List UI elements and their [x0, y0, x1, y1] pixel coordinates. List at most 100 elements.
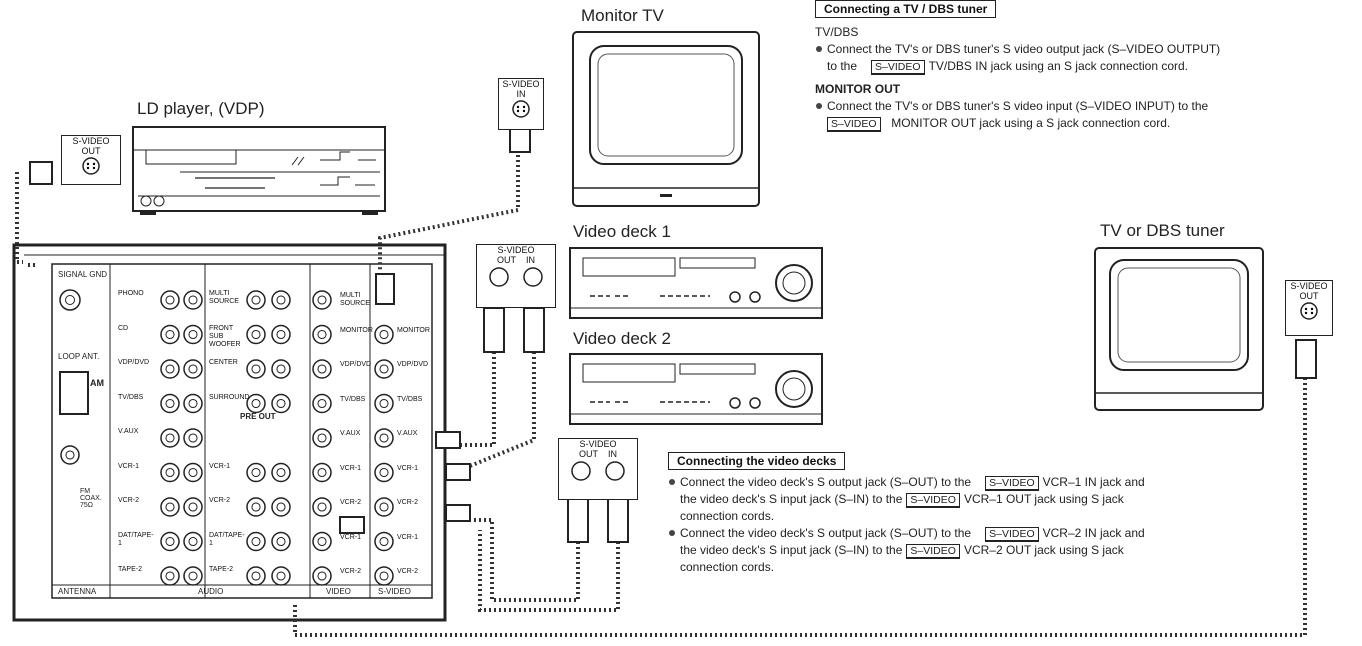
tag-out: OUT [1299, 291, 1319, 301]
video-label-6: VCR-2 [340, 499, 362, 506]
audio-in-l-jack-center [165, 502, 175, 512]
audio-in-l-jack [160, 462, 180, 483]
video-deck-bullet-1: Connect the video deck's S output jack (… [668, 474, 1288, 525]
video-jack [312, 462, 332, 483]
audio-out-l-jack-center [251, 536, 261, 547]
audio-in-r-jack-center [188, 295, 198, 305]
audio-out-l-jack-center [251, 398, 261, 409]
audio-out-r-jack-center [276, 329, 286, 340]
audio-section-label: AUDIO [198, 587, 224, 596]
svideo-tag: S–VIDEO [985, 527, 1039, 542]
video-jack [312, 393, 332, 414]
video-jack-center [317, 433, 327, 443]
receiver-rear-panel [12, 243, 447, 622]
audio-out-l-jack [246, 566, 266, 586]
tv-dbs-section-title: Connecting a TV / DBS tuner [815, 0, 997, 18]
audio-in-l-jack-center [165, 364, 175, 374]
audio-in-r-jack [183, 497, 203, 517]
audio-out-label-4: VCR-1 [209, 462, 231, 470]
audio-in-l-jack-center [165, 467, 175, 478]
audio-in-l-jack-center [165, 398, 175, 409]
text-span: the video deck's S input jack (S–IN) to … [680, 492, 903, 506]
vd2-line2: the video deck's S input jack (S–IN) to … [680, 542, 1288, 559]
tv-dbs-subheading: TV/DBS [815, 25, 859, 39]
monitor-out-bullet: Connect the TV's or DBS tuner's S video … [815, 98, 1355, 132]
video-deck-2-label: Video deck 2 [573, 329, 671, 348]
video-label-0: MULTI SOURCE [340, 292, 370, 307]
audio-out-l-jack [246, 393, 266, 414]
audio-out-label-7: TAPE-2 [209, 566, 233, 573]
text-span: VCR–2 OUT jack using S jack [963, 543, 1124, 557]
audio-in-label-6: VCR-2 [118, 497, 140, 504]
ld-player-illustration [132, 126, 386, 215]
deck2-svideo-tag: S-VIDEO OUT IN [558, 438, 638, 500]
svideo-jack-center [379, 364, 389, 374]
audio-in-r-jack-center [188, 536, 198, 547]
svideo-label-5: VCR-2 [397, 499, 419, 506]
audio-out-l-jack [246, 497, 266, 517]
svideo-label-3: V.AUX [397, 430, 418, 437]
audio-out-label-2: CENTER [209, 359, 238, 366]
tag-in: IN [608, 449, 617, 459]
video-jack-center [317, 364, 327, 374]
video-jack-center [317, 571, 327, 581]
audio-out-l-jack [246, 324, 266, 345]
svideo-tag: S–VIDEO [871, 60, 925, 75]
audio-in-r-jack [183, 393, 203, 414]
am-terminal [59, 371, 89, 415]
audio-in-r-jack-center [188, 467, 198, 478]
svideo-jack-center [379, 433, 389, 443]
video-label-7: VCR-1 [340, 533, 362, 541]
video-section-label: VIDEO [326, 587, 351, 596]
audio-in-r-jack-center [188, 364, 198, 374]
audio-out-l-jack [246, 462, 266, 483]
svideo-label-6: VCR-1 [397, 533, 419, 541]
tag-svideo: S-VIDEO [579, 439, 617, 449]
audio-out-r-jack-center [276, 295, 286, 305]
audio-in-l-jack [160, 566, 180, 586]
tag-svideo: S-VIDEO [502, 79, 540, 89]
audio-out-label-3: SURROUND [209, 393, 250, 401]
audio-out-r-jack [271, 359, 291, 379]
video-label-1: MONITOR [340, 326, 373, 334]
monitor-tv-illustration [572, 31, 760, 207]
deck2-in-cable [478, 530, 620, 612]
audio-out-r-jack [271, 566, 291, 586]
video-deck-bullet-2: Connect the video deck's S output jack (… [668, 525, 1288, 576]
video-deck-1-label: Video deck 1 [573, 222, 671, 241]
monitor-svideo-in-tag: S-VIDEO IN [498, 78, 544, 130]
audio-in-l-jack [160, 290, 180, 310]
tag-svideo: S-VIDEO [72, 136, 110, 146]
audio-out-label-6: DAT/TAPE-1 [209, 531, 245, 547]
video-jack [312, 566, 332, 586]
video-jack [312, 428, 332, 448]
video-label-5: VCR-1 [340, 464, 362, 472]
svideo-jack-center [379, 467, 389, 478]
audio-out-r-jack-center [276, 502, 286, 512]
audio-out-label-1: FRONT SUB WOOFER [209, 324, 241, 348]
audio-in-l-jack [160, 324, 180, 345]
svideo-tag: S–VIDEO [906, 493, 960, 508]
video-jack [312, 324, 332, 345]
audio-out-r-jack-center [276, 536, 286, 547]
fm-coax-label: FM COAX. 75Ω [80, 488, 102, 509]
svideo-jack [374, 359, 394, 379]
antenna-section-label: ANTENNA [58, 587, 97, 596]
audio-in-l-jack [160, 428, 180, 448]
video-label-4: V.AUX [340, 430, 361, 437]
svideo-label-4: VCR-1 [397, 464, 419, 472]
video-label-3: TV/DBS [340, 395, 366, 403]
svideo-jack-center [379, 329, 389, 340]
audio-out-l-jack [246, 290, 266, 310]
svideo-jack [374, 497, 394, 517]
audio-out-r-jack-center [276, 398, 286, 409]
text-span: to the [827, 59, 858, 73]
loop-ant-label: LOOP ANT. [58, 352, 100, 361]
ld-player-cable [15, 172, 23, 264]
audio-in-r-jack-center [188, 502, 198, 512]
audio-out-l-jack [246, 359, 266, 379]
preout-label: PRE OUT [240, 412, 276, 421]
deck2-out-cable [470, 518, 580, 602]
monitor-out-subheading: MONITOR OUT [815, 82, 901, 96]
video-jack [312, 497, 332, 517]
